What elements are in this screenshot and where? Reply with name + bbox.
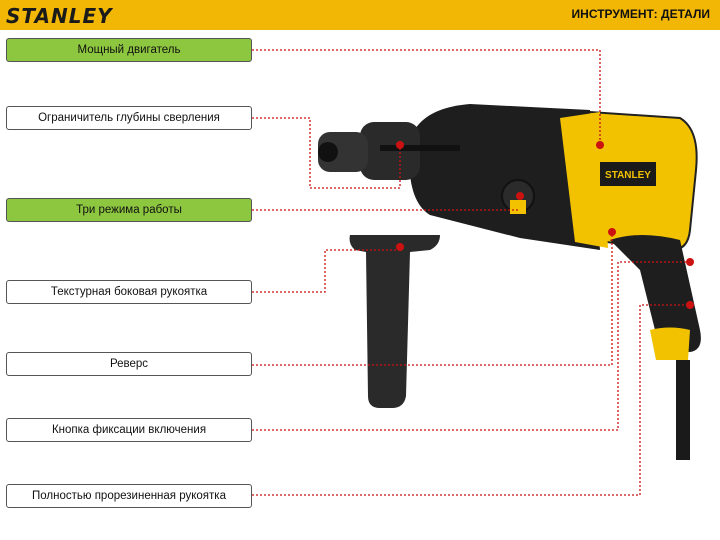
callout-motor: Мощный двигатель — [6, 38, 252, 62]
side-handle-dot — [396, 243, 404, 251]
rubber-grip-dot — [686, 301, 694, 309]
callout-three-modes: Три режима работы — [6, 198, 252, 222]
callout-side-handle: Текстурная боковая рукоятка — [6, 280, 252, 304]
mode-selector-dot — [516, 192, 524, 200]
callout-lock-button: Кнопка фиксации включения — [6, 418, 252, 442]
callout-reverse: Реверс — [6, 352, 252, 376]
reverse-dot — [608, 228, 616, 236]
callout-depth-stop: Ограничитель глубины сверления — [6, 106, 252, 130]
lock-button-dot — [686, 258, 694, 266]
drill-brand-plate: STANLEY — [605, 170, 651, 181]
rotary-hammer-drill — [318, 104, 701, 460]
motor-dot — [596, 141, 604, 149]
callout-rubber-grip: Полностью прорезиненная рукоятка — [6, 484, 252, 508]
depth-stop-dot — [396, 141, 404, 149]
